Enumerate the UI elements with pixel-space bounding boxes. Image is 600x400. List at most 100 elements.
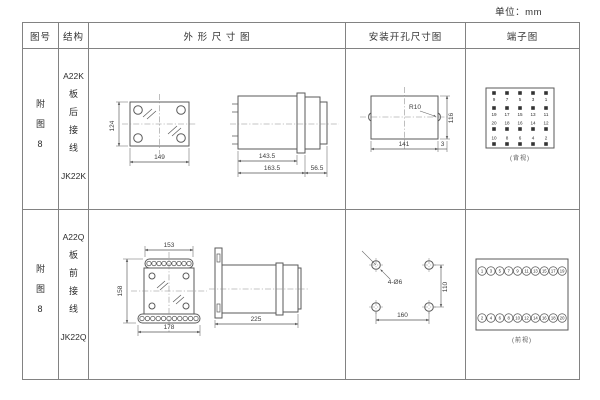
svg-text:11: 11 — [524, 269, 529, 274]
outline-cell-row1: 124 149 143.5 — [89, 49, 346, 210]
dimension-table: 图号 结构 外 形 尺 寸 图 安装开孔尺寸图 端子图 附图8 A22K 板后接… — [22, 22, 580, 380]
mounting-cutout-a22k — [360, 87, 450, 149]
header-mounting: 安装开孔尺寸图 — [368, 31, 443, 43]
dim-label-110: 110 — [442, 281, 449, 292]
terminal-caption-front: (前视) — [512, 336, 532, 344]
svg-text:15: 15 — [542, 269, 547, 274]
dim-label-3: 3 — [441, 141, 445, 148]
terminal-caption-rear: (背视) — [510, 154, 530, 162]
model-row2: A22Q — [62, 232, 85, 242]
svg-text:4: 4 — [532, 136, 535, 141]
svg-text:10: 10 — [515, 316, 520, 321]
glass-hatch-icon — [156, 280, 185, 305]
svg-text:8: 8 — [508, 316, 511, 321]
relay-front-view-a22q — [131, 252, 207, 332]
svg-text:6: 6 — [519, 136, 522, 141]
dim-hole-height-row2: 110 — [434, 264, 449, 308]
header-figure-no: 图号 — [29, 31, 51, 43]
wiring-row1: 板后接线 — [68, 89, 78, 161]
svg-text:17: 17 — [504, 112, 510, 117]
structure-cell-row1: A22K 板后接线 JK22K — [59, 49, 89, 210]
terminal-pins-icon — [232, 103, 238, 145]
wiring-row2: 板前接线 — [68, 250, 78, 322]
dim-label-153: 153 — [164, 242, 175, 249]
svg-text:14: 14 — [530, 121, 536, 126]
svg-text:15: 15 — [517, 112, 523, 117]
svg-text:2: 2 — [545, 136, 548, 141]
svg-text:18: 18 — [551, 316, 556, 321]
figure-cell-row1: 附图8 — [23, 49, 59, 210]
radius-callout-row1: R10 — [409, 104, 437, 117]
header-outline: 外 形 尺 寸 图 — [183, 31, 251, 43]
svg-text:12: 12 — [543, 121, 549, 126]
header-structure: 结构 — [62, 31, 84, 43]
relay-side-view-a22q — [209, 247, 309, 319]
svg-text:5: 5 — [519, 97, 522, 102]
dim-side-rear-row1: 56.5 — [304, 165, 328, 175]
dim-front-height-row1: 124 — [109, 101, 128, 147]
relay-side-view-a22k — [230, 92, 339, 154]
relay-front-view-a22k — [122, 94, 197, 154]
dim-label-4-d6: 4-Ø6 — [388, 279, 403, 286]
svg-text:20: 20 — [491, 121, 497, 126]
figure-no-row2: 附图8 — [35, 264, 45, 325]
dim-front-height-row2: 158 — [117, 258, 143, 324]
dim-label-225: 225 — [251, 316, 262, 323]
dim-side-total-row2: 225 — [214, 314, 299, 328]
header-cell-mounting: 安装开孔尺寸图 — [346, 23, 466, 49]
dim-label-143-5: 143.5 — [259, 153, 276, 160]
svg-text:16: 16 — [517, 121, 523, 126]
code-row2: JK22Q — [60, 332, 87, 342]
svg-text:19: 19 — [560, 269, 565, 274]
front-terminal-dots — [139, 260, 199, 322]
hole-callout-row2: 4-Ø6 — [361, 250, 403, 286]
svg-text:13: 13 — [533, 269, 538, 274]
dim-hole-width-row2: 160 — [375, 312, 430, 324]
svg-text:7: 7 — [506, 97, 509, 102]
svg-text:7: 7 — [508, 269, 511, 274]
svg-text:4: 4 — [490, 316, 493, 321]
dim-label-149: 149 — [154, 154, 165, 161]
svg-text:17: 17 — [551, 269, 556, 274]
glass-hatch-icon — [142, 108, 182, 137]
header-cell-terminal: 端子图 — [466, 23, 579, 49]
svg-text:18: 18 — [504, 121, 510, 126]
svg-text:5: 5 — [499, 269, 502, 274]
svg-text:11: 11 — [544, 112, 549, 117]
svg-text:1: 1 — [481, 269, 484, 274]
svg-text:1: 1 — [545, 97, 548, 102]
header-terminal: 端子图 — [506, 31, 539, 43]
svg-text:6: 6 — [499, 316, 502, 321]
code-row1: JK22K — [60, 171, 87, 181]
dim-label-116: 116 — [448, 112, 455, 123]
mounting-cell-row2: 4-Ø6 110 160 — [346, 210, 466, 379]
structure-cell-row2: A22Q 板前接线 JK22Q — [59, 210, 89, 379]
dim-label-178: 178 — [164, 324, 175, 331]
svg-text:20: 20 — [560, 316, 565, 321]
dim-front-bottom-row2: 178 — [137, 324, 201, 336]
svg-text:16: 16 — [542, 316, 547, 321]
unit-label: 单位：mm — [495, 7, 542, 18]
dim-label-163-5: 163.5 — [264, 165, 281, 172]
dim-cutout-height-row1: 116 — [440, 95, 455, 140]
svg-text:3: 3 — [490, 269, 493, 274]
dim-label-56-5: 56.5 — [311, 165, 324, 172]
svg-text:2: 2 — [481, 316, 484, 321]
svg-text:19: 19 — [491, 112, 497, 117]
svg-text:14: 14 — [533, 316, 538, 321]
svg-text:9: 9 — [516, 269, 519, 274]
outline-drawing-a22k: 124 149 143.5 — [109, 92, 339, 177]
dim-label-124: 124 — [109, 120, 116, 131]
dim-side-total-row1: 163.5 — [237, 146, 328, 177]
svg-text:3: 3 — [532, 97, 535, 102]
svg-text:10: 10 — [491, 136, 497, 141]
outline-cell-row2: 153 158 178 — [89, 210, 346, 379]
outline-drawing-a22q: 153 158 178 — [117, 242, 309, 336]
